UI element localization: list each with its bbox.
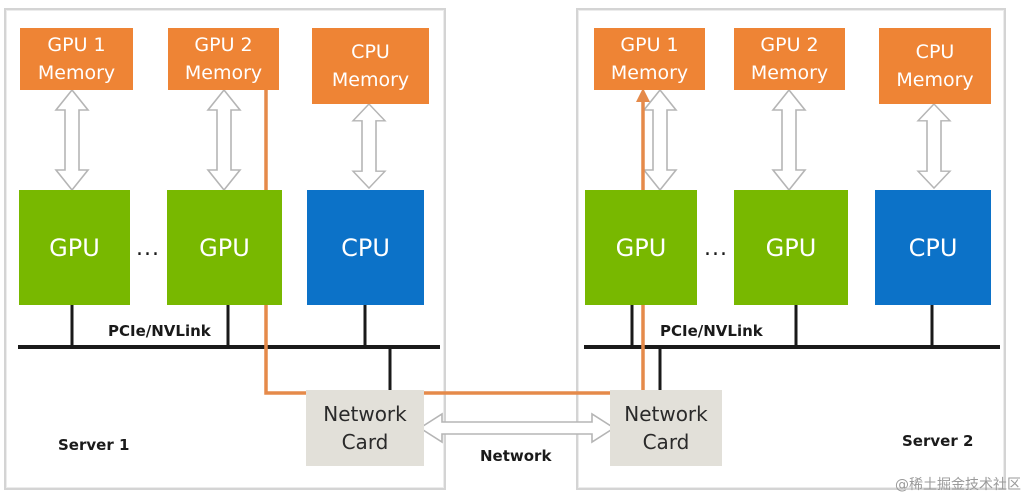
s2-gpu2-memory: GPU 2 Memory bbox=[734, 28, 845, 90]
network-link-arrow bbox=[418, 412, 616, 444]
s2-gpu-b: GPU bbox=[734, 190, 848, 305]
s2-cpu-memory: CPU Memory bbox=[879, 28, 991, 104]
s2-gpu-a: GPU bbox=[585, 190, 697, 305]
s1-gpu-a: GPU bbox=[19, 190, 130, 305]
s1-gpu-b: GPU bbox=[167, 190, 282, 305]
s1-label: Server 1 bbox=[58, 436, 130, 454]
data-path-arrowhead bbox=[636, 88, 650, 102]
s2-label: Server 2 bbox=[902, 432, 974, 450]
s2-gpu1-memory: GPU 1 Memory bbox=[594, 28, 705, 90]
s2-ellipsis: ... bbox=[704, 236, 728, 261]
network-label: Network bbox=[480, 447, 552, 465]
s2-cpu: CPU bbox=[875, 190, 991, 305]
s2-gpu2-memory-link bbox=[772, 89, 806, 191]
s1-bus-label: PCIe/NVLink bbox=[108, 322, 211, 340]
s1-gpu2-memory: GPU 2 Memory bbox=[168, 28, 279, 90]
s1-gpu1-memory: GPU 1 Memory bbox=[20, 28, 133, 90]
s1-gpu1-memory-link bbox=[55, 89, 89, 191]
s1-cpu-memory: CPU Memory bbox=[312, 28, 429, 104]
watermark: @稀土掘金技术社区 bbox=[895, 477, 1021, 493]
s2-bus-label: PCIe/NVLink bbox=[660, 322, 763, 340]
s1-gpu2-memory-link bbox=[207, 89, 241, 191]
s2-network-card: Network Card bbox=[610, 390, 722, 466]
s1-cpu: CPU bbox=[307, 190, 424, 305]
s1-cpu-memory-link bbox=[352, 103, 386, 189]
s2-gpu1-memory-link bbox=[643, 89, 677, 191]
s1-ellipsis: ... bbox=[136, 236, 160, 261]
s2-cpu-memory-link bbox=[917, 103, 951, 189]
s1-network-card: Network Card bbox=[306, 390, 424, 466]
